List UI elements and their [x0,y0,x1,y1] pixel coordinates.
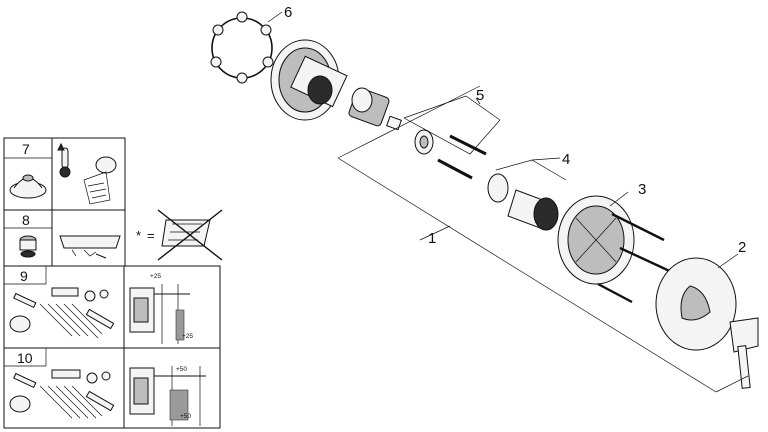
part-4-bracket [495,157,567,181]
part-5-nut-and-screws [414,129,487,180]
table-row-10-label: 10 [17,350,33,366]
part-5-bracket [403,95,501,155]
table-row-7-label: 7 [22,141,30,157]
callout-2: 2 [738,239,746,256]
table-row-8-label: 8 [22,212,30,228]
dim-label-plus25-bottom: +25 [182,333,193,340]
part-1-assembly-bracket [337,85,749,393]
extension-body-25-illustration [129,284,190,344]
part-3-mounting-plate [557,195,677,304]
dim-label-plus50-bottom: +50 [180,413,191,420]
callout-5: 5 [476,87,484,104]
strainer-illustration [19,235,37,258]
callout-6: 6 [284,4,292,21]
callout-4: 4 [562,151,570,168]
seal-kit-9-illustration [9,287,115,339]
callout-1: 1 [428,230,436,247]
part-4-sleeve [487,173,559,231]
bathtub-icon [59,235,121,259]
table-row-9-label: 9 [20,268,28,284]
star-note-marker: * [136,228,141,243]
seal-kit-10-illustration [9,369,115,419]
equals-sign: = [147,228,155,243]
extension-body-50-illustration [129,366,206,426]
dim-label-plus25-top: +25 [150,273,161,280]
concealed-body [270,39,348,121]
not-included-crossed-icon [157,209,223,261]
callout-3: 3 [638,181,646,198]
grease-cap-illustration [9,174,47,199]
dim-label-plus50-top: +50 [176,366,187,373]
cartridge [348,87,402,131]
thermometer-icon [57,142,71,178]
part-6-mounting-ring [210,11,274,84]
shower-spray-icon [83,156,117,205]
spare-parts-table: 7 8 9 10 [3,137,223,429]
part-2-escutcheon [655,257,759,389]
